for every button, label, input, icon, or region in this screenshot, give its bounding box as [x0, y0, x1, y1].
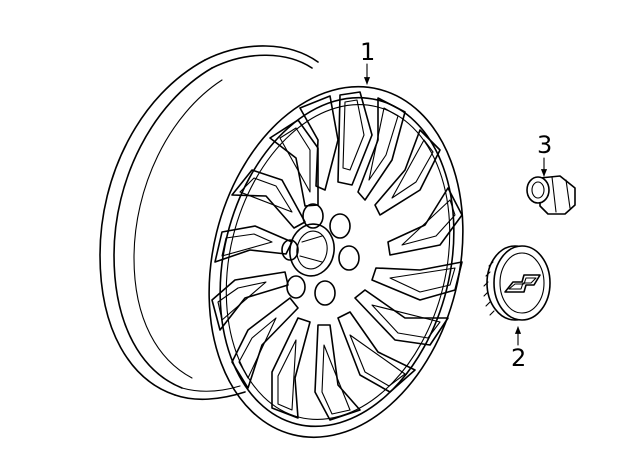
- wheel-spokes: [211, 91, 463, 421]
- wheel: [99, 45, 464, 439]
- callout-number-lug-nut: 3: [537, 131, 552, 159]
- callout-number-wheel: 1: [360, 38, 375, 66]
- callout-3: 3: [537, 131, 552, 177]
- lug-holes: [281, 203, 360, 306]
- bowtie-emblem-icon: [504, 274, 541, 293]
- lug-nut: [526, 175, 576, 215]
- callout-number-center-cap: 2: [511, 344, 526, 372]
- callout-2: 2: [511, 326, 526, 372]
- callout-1: 1: [360, 38, 375, 85]
- wheel-barrel: [99, 45, 319, 401]
- wheel-front-rim: [208, 85, 464, 439]
- center-cap: [483, 245, 551, 321]
